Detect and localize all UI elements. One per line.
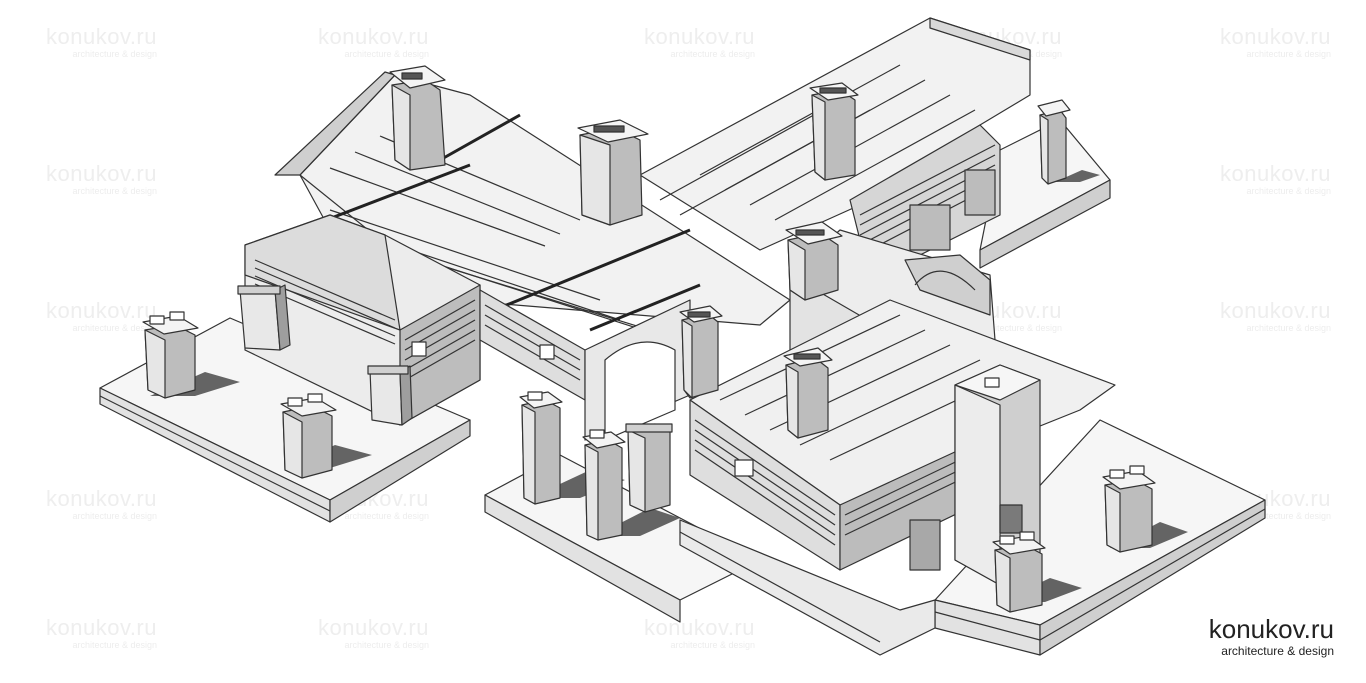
pier-pillar xyxy=(142,311,199,399)
stair-tower xyxy=(954,364,1041,586)
foundation-slab-front xyxy=(679,519,936,656)
chimney xyxy=(1037,99,1071,185)
chimney xyxy=(785,221,843,301)
pier-pillar xyxy=(519,391,563,505)
chimney xyxy=(577,119,649,226)
brand-tagline-text: architecture & design xyxy=(1221,644,1334,658)
pier-pillar xyxy=(625,423,673,513)
right-lower-wing xyxy=(689,299,1116,571)
brand-signature: konukov.ru architecture & design xyxy=(1209,616,1334,657)
central-corridor xyxy=(479,289,691,441)
pier-pillar xyxy=(992,531,1046,613)
brand-site-text: konukov.ru xyxy=(1208,614,1334,644)
pier-pillar xyxy=(280,393,337,479)
chimney xyxy=(783,347,833,439)
chimney xyxy=(389,65,446,171)
gable-pilaster xyxy=(367,365,413,426)
chimney xyxy=(679,305,723,399)
pier-pillar xyxy=(582,429,626,541)
gable-pilaster xyxy=(237,284,291,351)
chimney xyxy=(809,82,859,181)
pier-pillar xyxy=(1102,465,1156,553)
left-gable-wing xyxy=(244,214,481,426)
